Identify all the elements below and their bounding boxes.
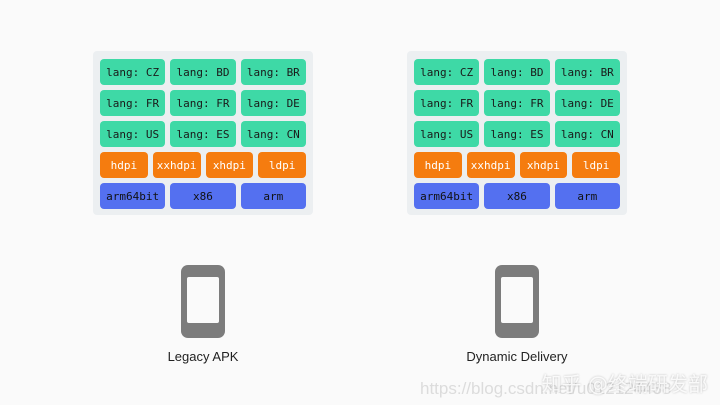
abi-chip: arm xyxy=(240,183,306,209)
density-row: hdpi xxhdpi xhdpi ldpi xyxy=(100,152,306,178)
lang-chip: lang: CZ xyxy=(414,59,480,85)
lang-chip: lang: FR xyxy=(170,90,236,116)
lang-chip: lang: BR xyxy=(240,59,306,85)
lang-chip: lang: ES xyxy=(484,121,550,147)
lang-chip: lang: BR xyxy=(554,59,620,85)
phone-icon xyxy=(495,265,539,338)
lang-chip: lang: BD xyxy=(170,59,236,85)
legacy-apk-caption: Legacy APK xyxy=(167,349,239,364)
language-row: lang: US lang: ES lang: CN xyxy=(414,121,620,147)
zhihu-watermark: 知乎 @终端研发部 xyxy=(541,372,708,396)
lang-chip: lang: FR xyxy=(414,90,480,116)
density-chip: hdpi xyxy=(414,152,462,178)
lang-chip: lang: DE xyxy=(554,90,620,116)
lang-chip: lang: CZ xyxy=(100,59,166,85)
dynamic-delivery-caption: Dynamic Delivery xyxy=(466,349,568,364)
abi-chip: x86 xyxy=(170,183,236,209)
language-row: lang: FR lang: FR lang: DE xyxy=(100,90,306,116)
density-chip: xxhdpi xyxy=(152,152,201,178)
density-row: hdpi xxhdpi xhdpi ldpi xyxy=(414,152,620,178)
density-chip: xhdpi xyxy=(205,152,254,178)
abi-chip: x86 xyxy=(484,183,550,209)
abi-row: arm64bit x86 arm xyxy=(100,183,306,209)
language-row: lang: US lang: ES lang: CN xyxy=(100,121,306,147)
language-row: lang: CZ lang: BD lang: BR xyxy=(414,59,620,85)
abi-chip: arm64bit xyxy=(414,183,480,209)
lang-chip: lang: BD xyxy=(484,59,550,85)
lang-chip: lang: CN xyxy=(554,121,620,147)
dynamic-delivery-resource-panel: lang: CZ lang: BD lang: BR lang: FR lang… xyxy=(407,51,627,215)
density-chip: xxhdpi xyxy=(466,152,515,178)
lang-chip: lang: CN xyxy=(240,121,306,147)
lang-chip: lang: US xyxy=(414,121,480,147)
density-chip: xhdpi xyxy=(519,152,568,178)
language-row: lang: FR lang: FR lang: DE xyxy=(414,90,620,116)
density-chip: ldpi xyxy=(258,152,306,178)
legacy-apk-resource-panel: lang: CZ lang: BD lang: BR lang: FR lang… xyxy=(93,51,313,215)
lang-chip: lang: FR xyxy=(100,90,166,116)
density-chip: ldpi xyxy=(572,152,620,178)
lang-chip: lang: FR xyxy=(484,90,550,116)
lang-chip: lang: ES xyxy=(170,121,236,147)
blog-url-watermark: https://blog.csdn.net/u012124438 xyxy=(420,379,672,398)
language-row: lang: CZ lang: BD lang: BR xyxy=(100,59,306,85)
abi-chip: arm xyxy=(554,183,620,209)
phone-icon xyxy=(181,265,225,338)
lang-chip: lang: US xyxy=(100,121,166,147)
density-chip: hdpi xyxy=(100,152,148,178)
abi-row: arm64bit x86 arm xyxy=(414,183,620,209)
lang-chip: lang: DE xyxy=(240,90,306,116)
abi-chip: arm64bit xyxy=(100,183,166,209)
